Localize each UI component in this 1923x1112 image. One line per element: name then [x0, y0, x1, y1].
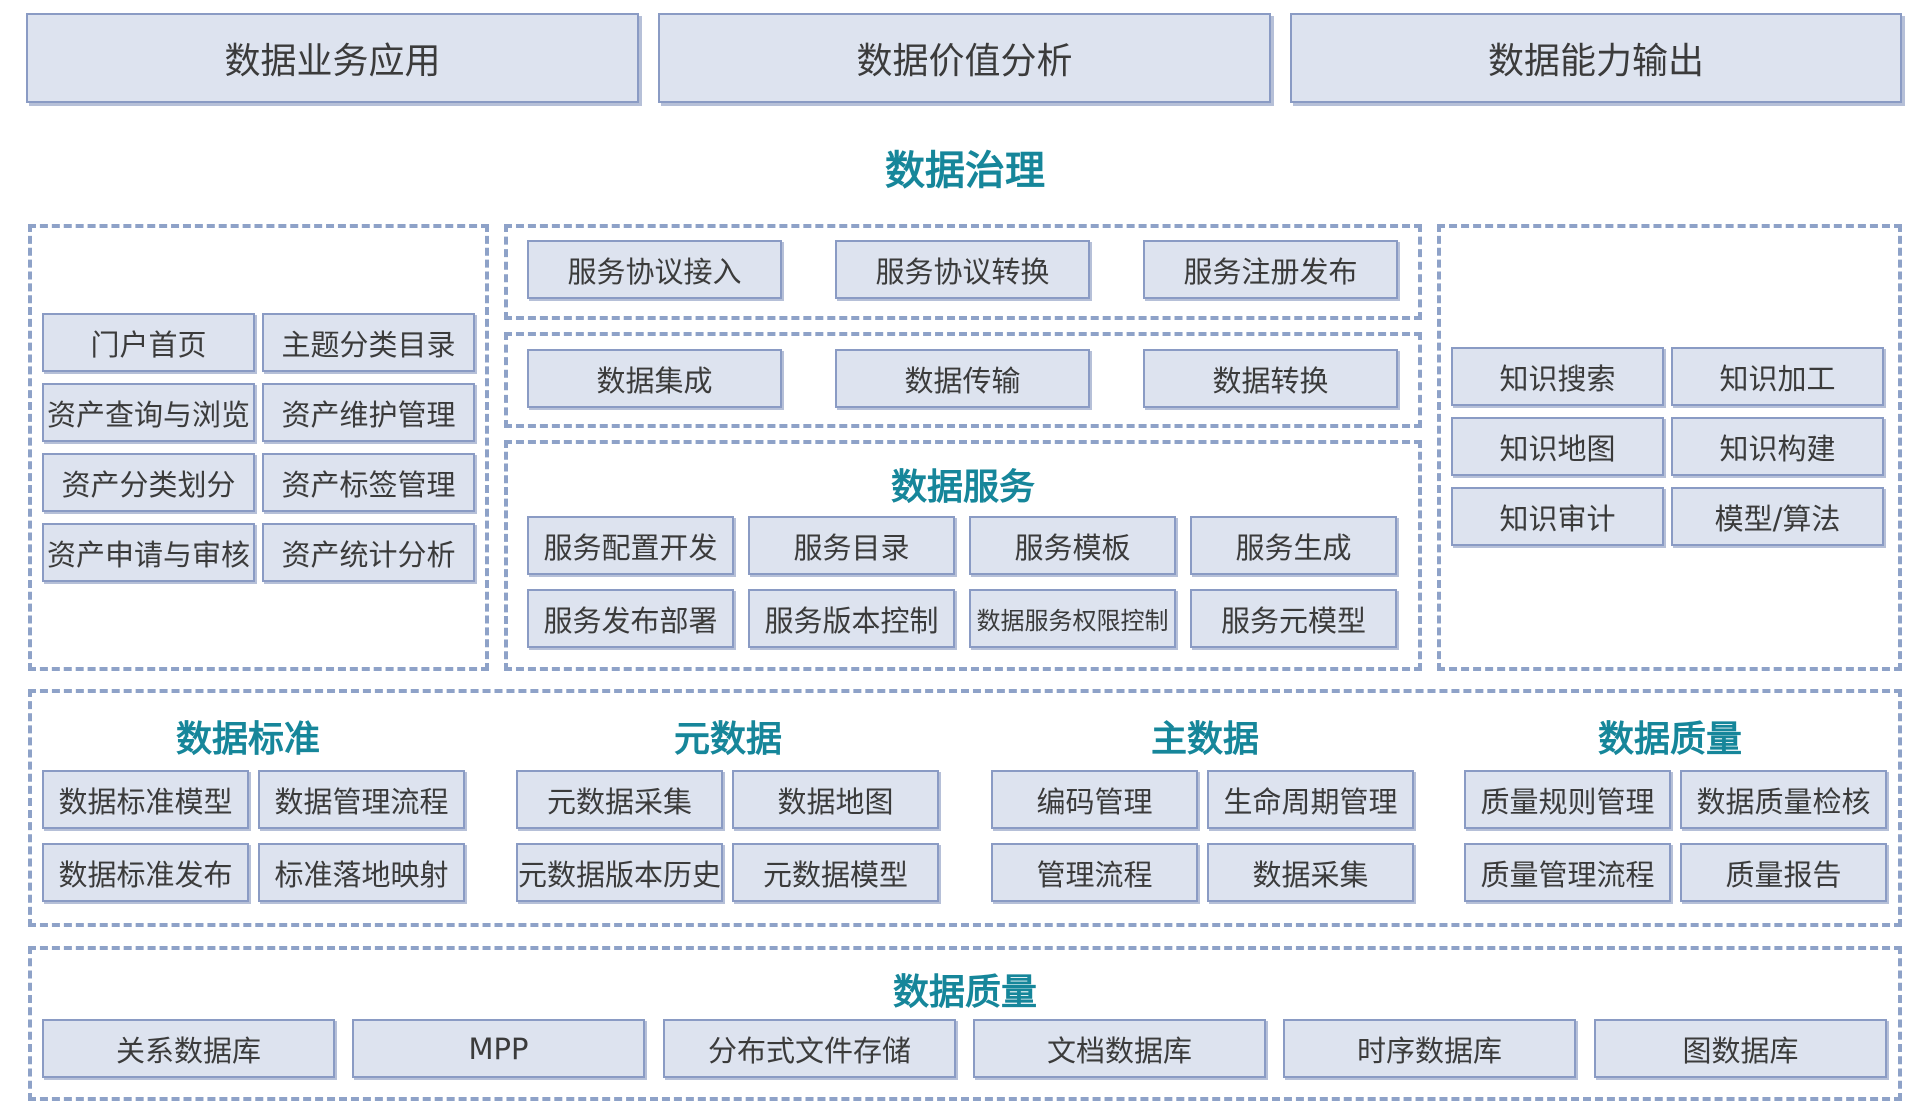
service-item-deploy: 服务发布部署 [527, 589, 734, 648]
service-item-config-dev: 服务配置开发 [527, 516, 734, 575]
protocol-item-access: 服务协议接入 [527, 240, 782, 299]
protocol-item-register: 服务注册发布 [1143, 240, 1398, 299]
group-title-data-standard: 数据标准 [175, 719, 320, 760]
integration-item-transform: 数据转换 [1143, 349, 1398, 408]
left-item-asset-classification: 资产分类划分 [42, 453, 255, 512]
group-item-code-management: 编码管理 [991, 770, 1198, 829]
right-item-knowledge-map: 知识地图 [1451, 417, 1664, 476]
protocol-item-convert: 服务协议转换 [835, 240, 1090, 299]
groups-panel [28, 689, 1902, 927]
group-item-metadata-history: 元数据版本历史 [516, 843, 723, 902]
service-item-version-control: 服务版本控制 [748, 589, 955, 648]
right-item-knowledge-audit: 知识审计 [1451, 487, 1664, 546]
group-item-data-map: 数据地图 [732, 770, 939, 829]
right-item-knowledge-processing: 知识加工 [1671, 347, 1884, 406]
storage-item-mpp: MPP [352, 1019, 645, 1078]
group-item-metadata-model: 元数据模型 [732, 843, 939, 902]
left-item-asset-tags: 资产标签管理 [262, 453, 475, 512]
group-title-master-data: 主数据 [1150, 719, 1259, 760]
top-box-value-analysis: 数据价值分析 [658, 13, 1271, 103]
service-item-template: 服务模板 [969, 516, 1176, 575]
service-item-generate: 服务生成 [1190, 516, 1397, 575]
storage-item-distributed-fs: 分布式文件存储 [663, 1019, 956, 1078]
storage-item-relational-db: 关系数据库 [42, 1019, 335, 1078]
storage-item-graph-db: 图数据库 [1594, 1019, 1887, 1078]
integration-panel [504, 332, 1422, 428]
group-item-standard-publish: 数据标准发布 [42, 843, 249, 902]
storage-panel [28, 946, 1902, 1101]
group-item-quality-report: 质量报告 [1680, 843, 1887, 902]
left-item-topic-catalog: 主题分类目录 [262, 313, 475, 372]
top-box-business-app: 数据业务应用 [26, 13, 639, 103]
group-item-quality-check: 数据质量检核 [1680, 770, 1887, 829]
group-item-lifecycle: 生命周期管理 [1207, 770, 1414, 829]
left-item-asset-query: 资产查询与浏览 [42, 383, 255, 442]
group-item-metadata-collect: 元数据采集 [516, 770, 723, 829]
group-item-management-flow: 数据管理流程 [258, 770, 465, 829]
right-panel [1437, 224, 1902, 671]
left-item-asset-statistics: 资产统计分析 [262, 523, 475, 582]
storage-item-document-db: 文档数据库 [973, 1019, 1266, 1078]
group-title-data-quality: 数据质量 [1597, 719, 1742, 760]
governance-title: 数据治理 [885, 148, 1045, 194]
data-service-title: 数据服务 [890, 467, 1035, 508]
group-item-data-collection: 数据采集 [1207, 843, 1414, 902]
right-item-model-algorithm: 模型/算法 [1671, 487, 1884, 546]
integration-item-transfer: 数据传输 [835, 349, 1090, 408]
right-item-knowledge-build: 知识构建 [1671, 417, 1884, 476]
right-item-knowledge-search: 知识搜索 [1451, 347, 1664, 406]
left-panel [28, 224, 489, 671]
protocol-panel [504, 224, 1422, 320]
top-box-capability-output: 数据能力输出 [1290, 13, 1902, 103]
group-item-quality-rules: 质量规则管理 [1464, 770, 1671, 829]
left-item-asset-approval: 资产申请与审核 [42, 523, 255, 582]
group-item-quality-flow: 质量管理流程 [1464, 843, 1671, 902]
group-item-standard-mapping: 标准落地映射 [258, 843, 465, 902]
service-item-meta-model: 服务元模型 [1190, 589, 1397, 648]
left-item-asset-maintenance: 资产维护管理 [262, 383, 475, 442]
integration-item-integrate: 数据集成 [527, 349, 782, 408]
service-item-permission-control: 数据服务权限控制 [969, 589, 1176, 648]
group-item-standard-model: 数据标准模型 [42, 770, 249, 829]
storage-title: 数据质量 [892, 972, 1037, 1013]
data-service-panel [504, 440, 1422, 671]
group-title-metadata: 元数据 [673, 719, 782, 760]
storage-item-timeseries-db: 时序数据库 [1283, 1019, 1576, 1078]
group-item-master-flow: 管理流程 [991, 843, 1198, 902]
service-item-catalog: 服务目录 [748, 516, 955, 575]
left-item-portal: 门户首页 [42, 313, 255, 372]
